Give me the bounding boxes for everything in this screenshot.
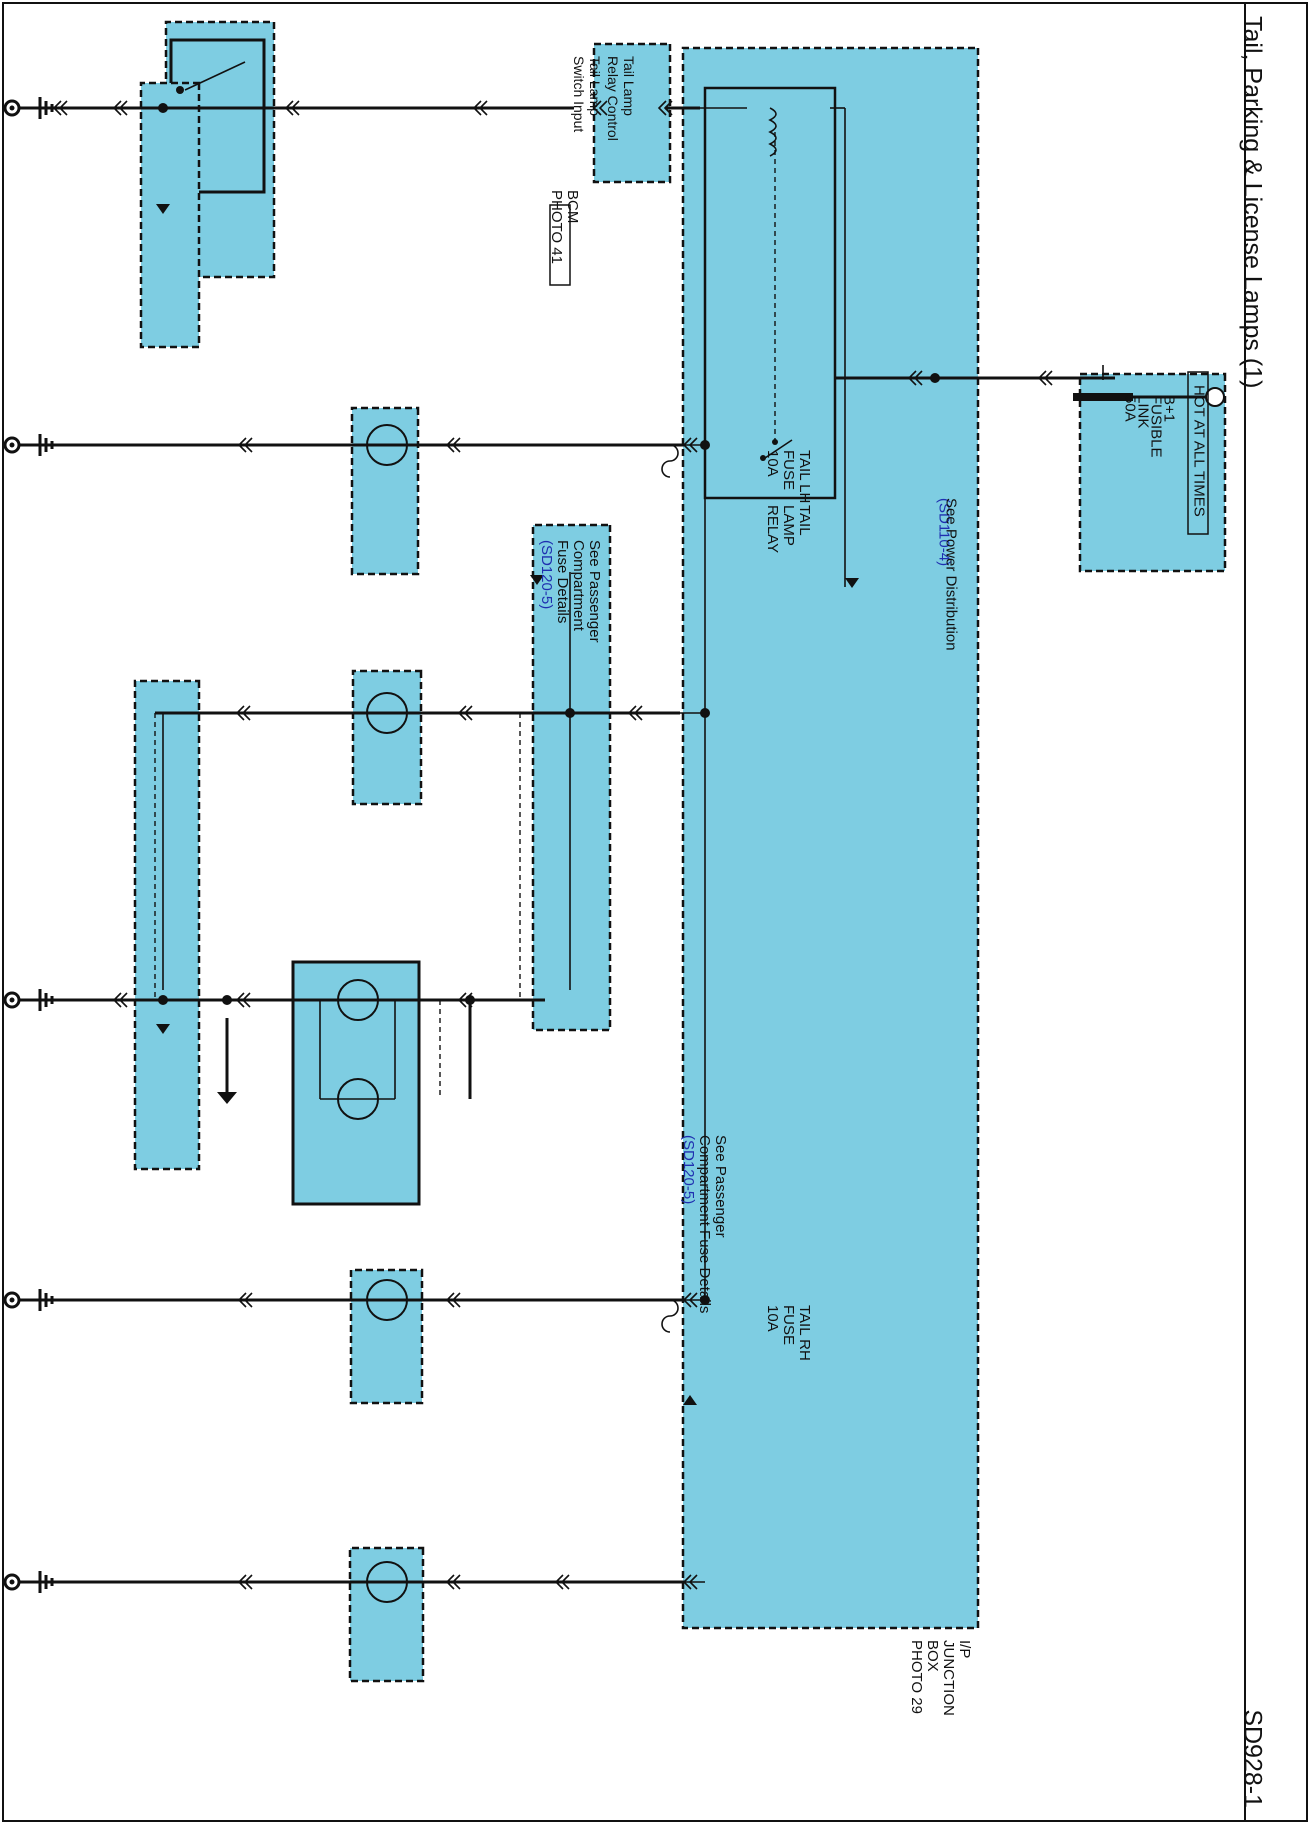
passenger-ref2-1: See Passenger <box>712 1135 729 1238</box>
relay-label-2: LAMP <box>780 505 797 546</box>
relay-label-1: TAIL <box>796 505 813 536</box>
passenger-ref-2: Compartment <box>570 540 587 632</box>
power-ref-text: See Power Distribution <box>943 498 960 651</box>
passenger-ref2-code: (SD120-5) <box>680 1135 697 1204</box>
fusible-link <box>1073 393 1133 401</box>
fuse-lh-label-1: TAIL LH <box>796 450 813 503</box>
page-title: Tail, Parking & License Lamps (1) <box>1238 16 1266 388</box>
fuse-name-4: 50A <box>1122 395 1139 422</box>
head-lamp-lh-box <box>350 406 420 576</box>
fuse-rh-label-3: 10A <box>764 1305 781 1332</box>
fuse-name-1: B+1 <box>1161 395 1178 422</box>
fuse-name-2: FUSIBLE <box>1148 395 1165 458</box>
passenger-ref-3: Fuse Details <box>554 540 571 623</box>
ground-gm21-icon <box>3 95 54 121</box>
tail-lamp-relay <box>703 86 837 500</box>
joint-connector-jf02 <box>133 679 201 1171</box>
passenger-ref2-2: Compartment Fuse Details <box>696 1135 713 1313</box>
fuse-name-3: LINK <box>1135 395 1152 428</box>
ip-box-name-3: BOX <box>924 1640 941 1672</box>
fuse-rh-label-1: TAIL RH <box>796 1305 813 1361</box>
bcm-line-1: Tail Lamp <box>621 56 637 116</box>
labels: Tail Lamp Relay Control Tail Lamp Switch… <box>538 56 973 1716</box>
rear-combination-lamp-lh-box <box>351 669 423 806</box>
fuse-lh-label-2: FUSE <box>780 450 797 490</box>
ip-box-photo: PHOTO 29 <box>908 1640 925 1714</box>
hot-at-all-times: HOT AT ALL TIMES <box>1191 385 1208 517</box>
license-lamp-box <box>291 960 421 1206</box>
fuse-lh-symbol <box>661 444 679 478</box>
switch-blade <box>184 61 246 91</box>
diagram-body: HOT AT ALL TIMES B+1 FUSIBLE LINK 50A (S… <box>3 20 1227 1683</box>
lamp-circles <box>337 424 408 1603</box>
head-lamp-rh-box <box>348 1546 425 1683</box>
jf02-ground-arrow <box>156 1024 170 1034</box>
ip-junction-box <box>681 46 980 1630</box>
relay-coil <box>768 107 777 157</box>
fuse-rh-symbol <box>661 1299 679 1333</box>
bcm-line-2: Relay Control <box>605 56 621 141</box>
bcm-name: BCM <box>564 190 581 223</box>
title-block: Tail, Parking & License Lamps (1) SD928-… <box>1238 16 1266 1808</box>
passenger-ref-1: See Passenger <box>586 540 603 643</box>
ground-ge24-icon <box>3 1569 54 1595</box>
joint-connector-jf01 <box>531 523 612 1032</box>
fuse-lh-label-3: 10A <box>764 450 781 477</box>
joint-connector-jm04 <box>139 81 201 349</box>
relay-label-3: RELAY <box>764 505 781 553</box>
rear-combination-lamp-rh-box <box>349 1268 424 1405</box>
relay-contact <box>764 439 793 459</box>
page-code: SD928-1 <box>1238 1709 1266 1808</box>
power-ref-code: (SD110-4) <box>936 498 953 566</box>
jm04-ground-arrow <box>156 204 170 214</box>
passenger-ref-code: (SD120-5) <box>538 540 555 609</box>
ground-ge11-icon <box>3 432 54 458</box>
bcm-photo: PHOTO 41 <box>548 190 565 264</box>
bcm-line-4: Switch Input <box>571 56 587 132</box>
ground-gf51-icon <box>3 987 54 1013</box>
bcm-line-3: Tail Lamp <box>587 56 603 116</box>
ip-box-name-2: JUNCTION <box>940 1640 957 1716</box>
ip-box-name-1: I/P <box>956 1640 973 1658</box>
fuse-rh-label-2: FUSE <box>780 1305 797 1345</box>
ground-gf61-icon <box>3 1287 54 1313</box>
